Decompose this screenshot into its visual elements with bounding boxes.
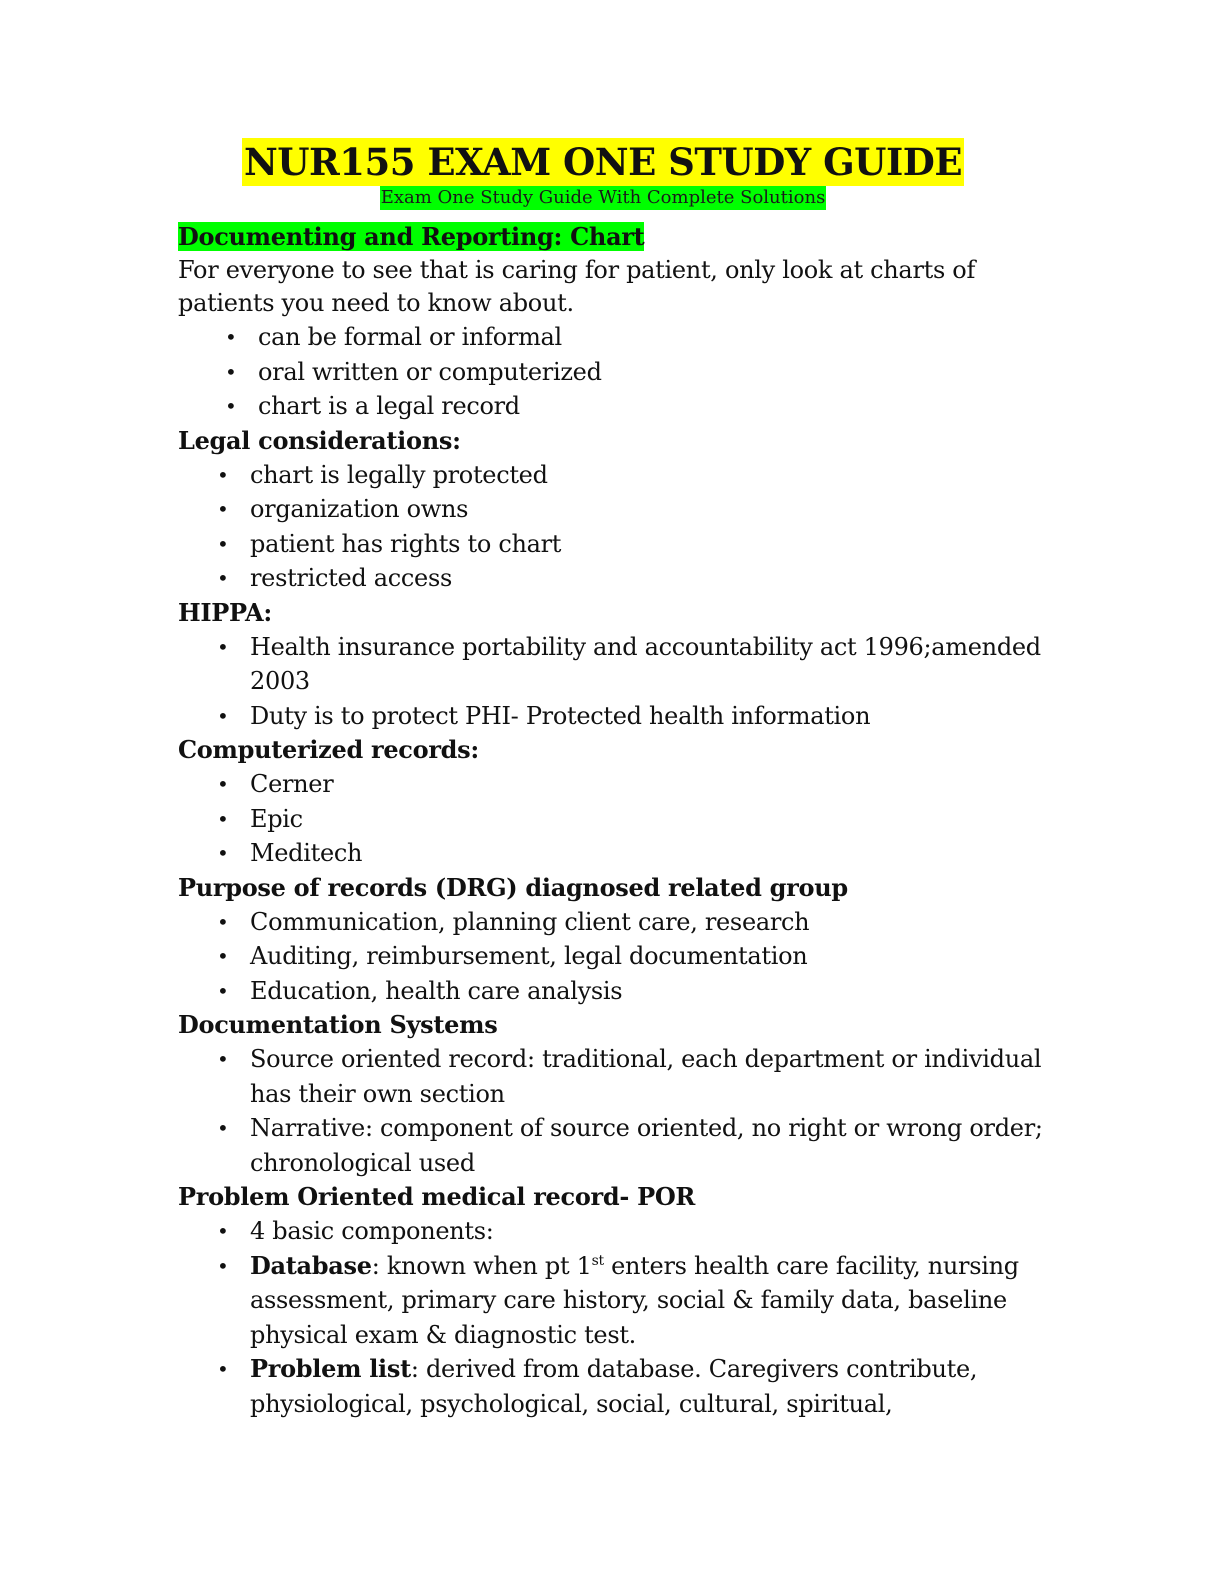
list-item-text: Duty is to protect PHI- Protected health… xyxy=(250,701,871,730)
list-item-text: 4 basic components: xyxy=(250,1217,494,1245)
list-item-text: oral written or computerized xyxy=(258,357,602,386)
document-page: NUR155 EXAM ONE STUDY GUIDE Exam One Stu… xyxy=(178,138,1048,1421)
section-heading-computerized: Computerized records: xyxy=(178,735,479,764)
list-item-text: organization owns xyxy=(250,495,469,523)
list-item-problem-list: • Problem list: derived from database. Ca… xyxy=(178,1352,1048,1421)
section-heading-legal: Legal considerations: xyxy=(178,425,461,455)
subtitle-wrap: Exam One Study Guide With Complete Solut… xyxy=(168,186,1038,210)
list-item-database: • Database: known when pt 1st enters heal… xyxy=(178,1249,1048,1353)
bullet-icon: • xyxy=(217,566,229,590)
bullet-icon: • xyxy=(217,703,229,728)
bullet-icon: • xyxy=(217,634,229,659)
page-title: NUR155 EXAM ONE STUDY GUIDE xyxy=(241,138,965,186)
list-item: • Communication, planning client care, re… xyxy=(178,905,1048,940)
bullet-icon: • xyxy=(217,978,229,1003)
list-item: • chart is a legal record xyxy=(178,389,1048,424)
list-item-text: Epic xyxy=(250,804,303,833)
list-item: • Health insurance portability and accoun… xyxy=(178,630,1048,699)
ordinal-suffix: st xyxy=(591,1252,605,1269)
list-item-text: patient has rights to chart xyxy=(250,529,562,558)
problem-list-label: Problem list xyxy=(250,1354,411,1383)
list-item: • Duty is to protect PHI- Protected healt… xyxy=(178,699,1048,734)
bullet-icon: • xyxy=(217,944,229,968)
list-item: • Cerner xyxy=(178,767,1048,802)
bullet-list: • Health insurance portability and accoun… xyxy=(178,630,1048,734)
list-item: • Source oriented record: traditional, ea… xyxy=(178,1042,1048,1111)
list-item: • 4 basic components: xyxy=(178,1214,1048,1249)
bullet-icon: • xyxy=(225,325,237,349)
section-heading-text: Documenting and Reporting: Chart xyxy=(178,222,645,251)
section-heading-purpose: Purpose of records (DRG) diagnosed relat… xyxy=(178,872,848,902)
bullet-list: • 4 basic components: • Database: known wh… xyxy=(178,1214,1048,1421)
title-wrap: NUR155 EXAM ONE STUDY GUIDE xyxy=(168,138,1038,186)
bullet-icon: • xyxy=(217,1357,229,1381)
section-heading-hippa: HIPPA: xyxy=(178,597,272,627)
list-item-text: Source oriented record: traditional, eac… xyxy=(250,1045,1042,1108)
bullet-icon: • xyxy=(217,1219,229,1243)
bullet-icon: • xyxy=(217,806,229,831)
list-item-text: chart is legally protected xyxy=(250,460,548,489)
list-item-text: Narrative: component of source oriented,… xyxy=(250,1114,1043,1177)
list-item-text: can be formal or informal xyxy=(258,323,562,351)
list-item: • restricted access xyxy=(178,561,1048,596)
list-item: • organization owns xyxy=(178,492,1048,527)
bullet-list: • chart is legally protected • organizatio… xyxy=(178,458,1048,596)
bullet-icon: • xyxy=(217,772,229,796)
bullet-icon: • xyxy=(225,359,237,384)
list-item-text: restricted access xyxy=(250,564,452,592)
list-item: • Epic xyxy=(178,802,1048,837)
bullet-list: • Communication, planning client care, re… xyxy=(178,905,1048,1009)
list-item: • patient has rights to chart xyxy=(178,527,1048,562)
list-item: • Meditech xyxy=(178,836,1048,871)
bullet-icon: • xyxy=(217,497,229,521)
list-item: • chart is legally protected xyxy=(178,458,1048,493)
list-item-text: Cerner xyxy=(250,770,334,798)
section-heading-por: Problem Oriented medical record- POR xyxy=(178,1182,696,1211)
problem-list-text: : derived from database. Caregivers cont… xyxy=(250,1355,978,1418)
page-subtitle: Exam One Study Guide With Complete Solut… xyxy=(379,186,827,210)
bullet-list: • can be formal or informal • oral written… xyxy=(178,320,1048,424)
section-heading-documenting: Documenting and Reporting: Chart xyxy=(178,220,1048,254)
database-label: Database xyxy=(250,1250,372,1280)
list-item-text: Auditing, reimbursement, legal documenta… xyxy=(250,942,808,970)
bullet-icon: • xyxy=(217,1116,229,1140)
section-heading-documentation-systems: Documentation Systems xyxy=(178,1010,498,1039)
bullet-icon: • xyxy=(217,909,229,934)
database-text-a: : known when pt 1 xyxy=(371,1251,592,1280)
list-item: • Education, health care analysis xyxy=(178,974,1048,1009)
list-item-text: Health insurance portability and account… xyxy=(250,632,1041,696)
list-item-text: Education, health care analysis xyxy=(250,976,623,1005)
list-item-text: Meditech xyxy=(250,839,363,867)
bullet-icon: • xyxy=(225,394,237,418)
bullet-icon: • xyxy=(217,462,229,487)
list-item-text: chart is a legal record xyxy=(258,392,520,420)
database-text-b: enters health care facility, nursing ass… xyxy=(250,1251,1019,1349)
list-item: • oral written or computerized xyxy=(178,355,1048,390)
list-item: • Auditing, reimbursement, legal document… xyxy=(178,939,1048,974)
bullet-icon: • xyxy=(217,1047,229,1071)
list-item: • can be formal or informal xyxy=(178,320,1048,355)
bullet-list: • Cerner • Epic • Meditech xyxy=(178,767,1048,871)
list-item: • Narrative: component of source oriented… xyxy=(178,1111,1048,1180)
bullet-icon: • xyxy=(217,531,229,556)
list-item-text: Communication, planning client care, res… xyxy=(250,907,810,936)
bullet-icon: • xyxy=(217,1253,229,1278)
section-paragraph: For everyone to see that is caring for p… xyxy=(178,256,976,317)
bullet-list: • Source oriented record: traditional, ea… xyxy=(178,1042,1048,1180)
bullet-icon: • xyxy=(217,841,229,865)
